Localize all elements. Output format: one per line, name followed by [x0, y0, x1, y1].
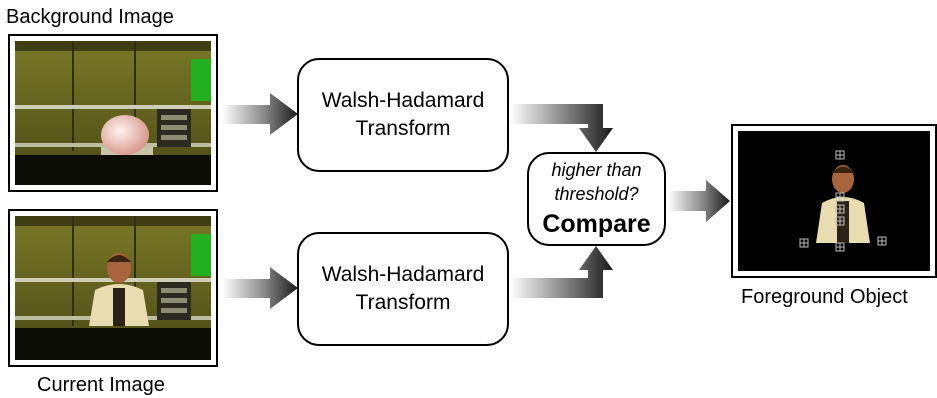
transform-box-top: Walsh-Hadamard Transform: [297, 58, 509, 172]
transform-top-line1: Walsh-Hadamard: [321, 89, 485, 112]
transform-box-bottom: Walsh-Hadamard Transform: [297, 232, 509, 346]
compare-question-line1: higher than: [551, 160, 642, 180]
compare-question-line2: threshold?: [554, 184, 639, 204]
current-image-label: Current Image: [37, 374, 165, 396]
arrow-compare-to-foreground: [668, 180, 730, 222]
arrow-current-to-transform: [222, 267, 298, 309]
background-image: [8, 34, 218, 192]
arrow-background-to-transform: [222, 93, 298, 135]
compare-box: higher than threshold? Compare: [527, 152, 666, 246]
foreground-object-label: Foreground Object: [741, 286, 908, 308]
transform-bottom-line2: Transform: [355, 291, 451, 314]
transform-bottom-line1: Walsh-Hadamard: [321, 263, 485, 286]
current-image: [8, 209, 218, 367]
background-scene-photo: [15, 41, 211, 185]
foreground-object-photo: [738, 131, 930, 271]
current-scene-photo: [15, 216, 211, 360]
arrow-top-transform-to-compare: [510, 104, 613, 152]
background-image-label: Background Image: [6, 6, 174, 28]
compare-title: Compare: [542, 210, 651, 238]
arrow-bottom-transform-to-compare: [510, 246, 613, 298]
foreground-object-image: [731, 124, 937, 278]
transform-top-line2: Transform: [355, 117, 451, 140]
